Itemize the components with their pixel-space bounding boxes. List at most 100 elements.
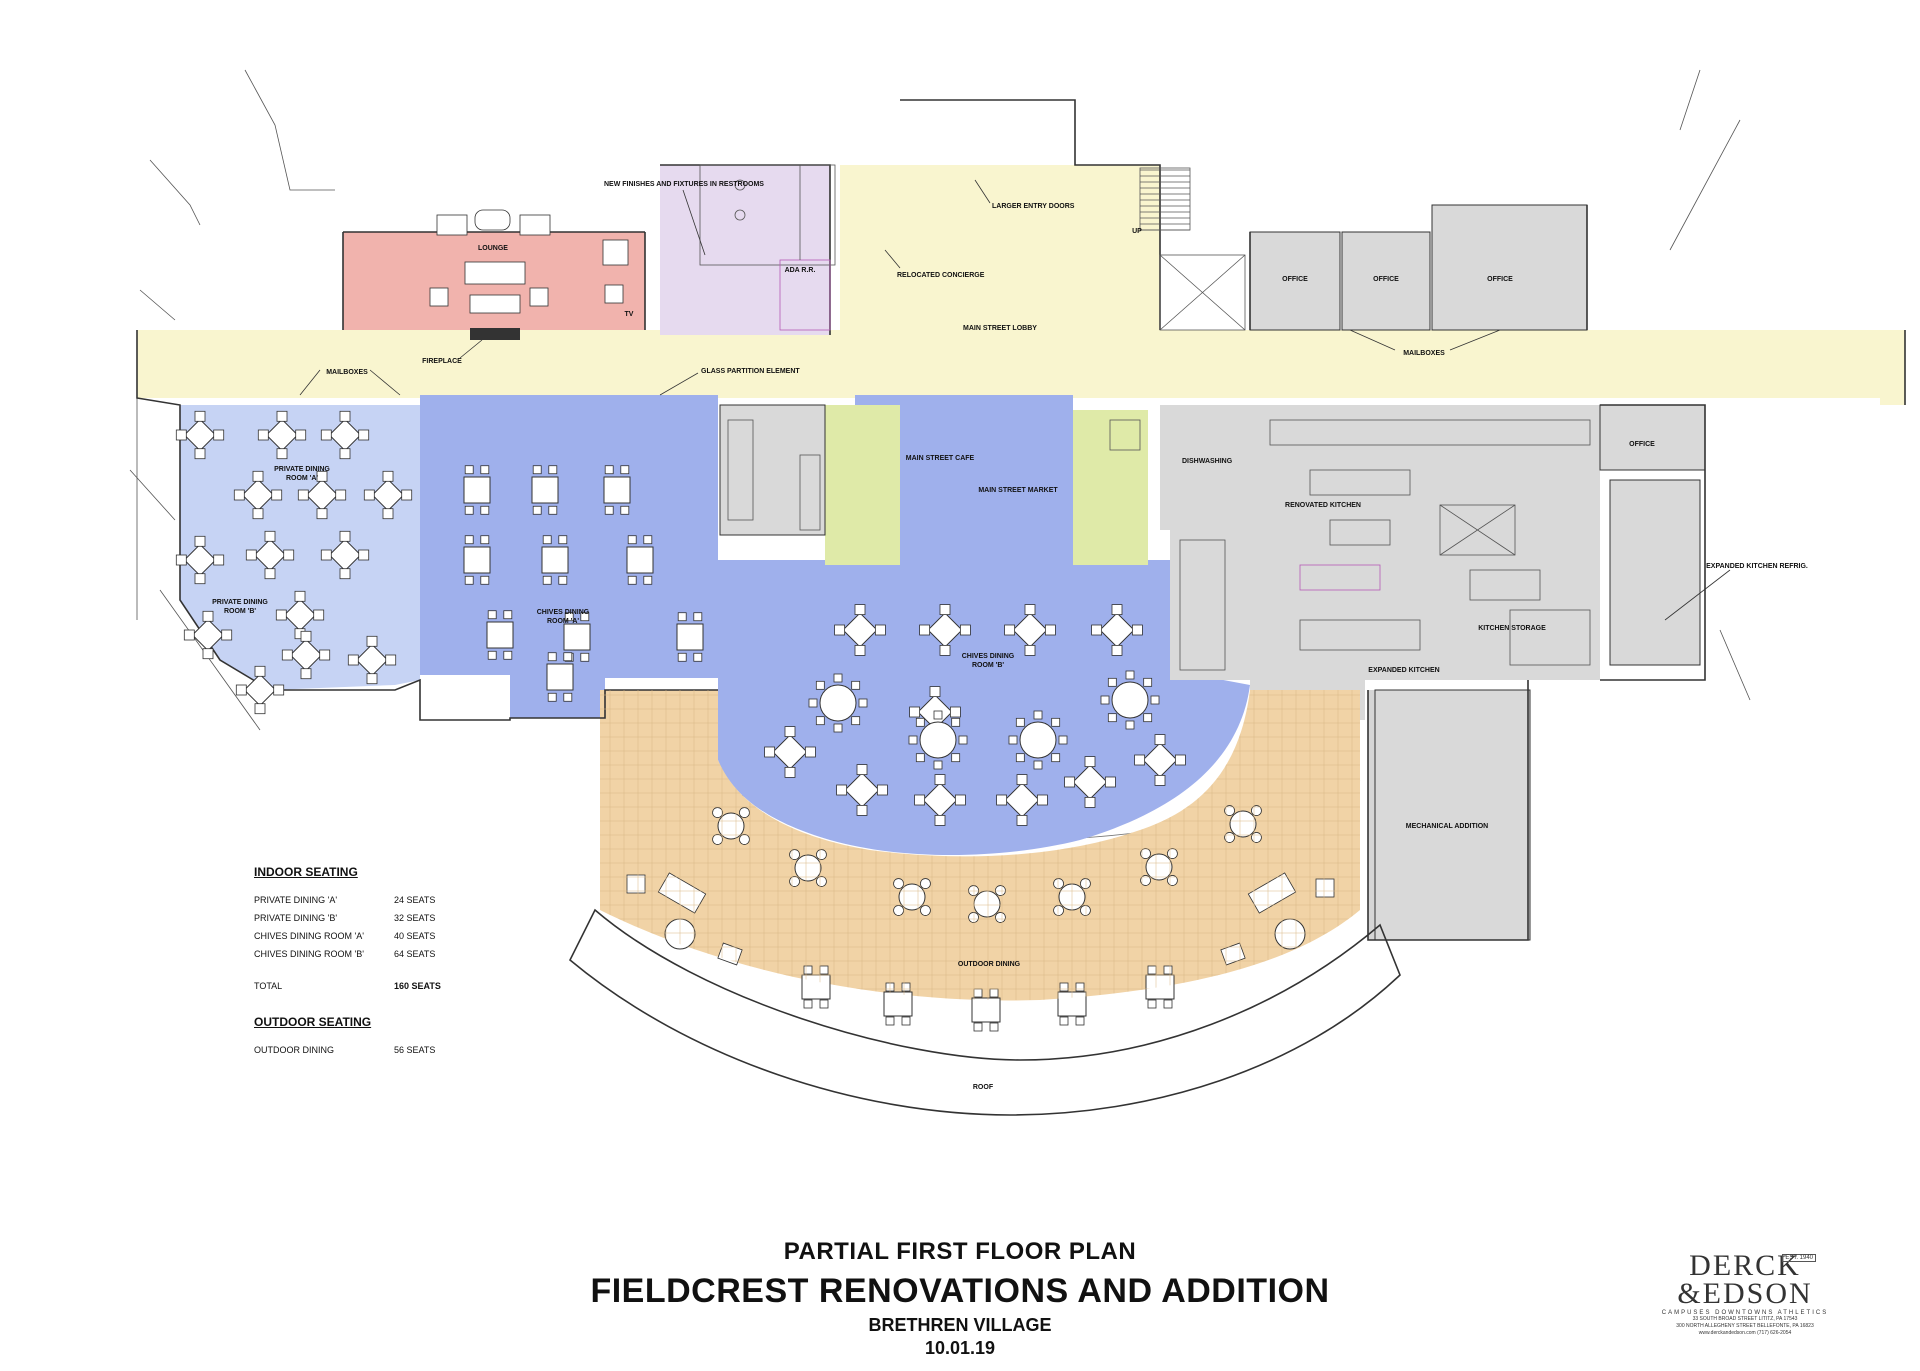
main-street-cafe-area <box>825 405 900 565</box>
expanded-kitchen-label: EXPANDED KITCHEN <box>1368 667 1439 674</box>
logo-name-line2: &EDSON <box>1677 1277 1813 1310</box>
lounge-furniture <box>429 209 629 340</box>
main-street-market-area <box>1073 410 1148 565</box>
outdoor-seating-title: OUTDOOR SEATING <box>254 1015 372 1029</box>
outdoor-label: OUTDOOR DINING <box>958 961 1021 968</box>
square-table <box>320 410 370 460</box>
kitchen-refrig-area <box>1609 479 1701 666</box>
square-table <box>245 530 295 580</box>
square-table <box>914 774 966 826</box>
lobby-entry-wing <box>840 165 1160 335</box>
square-table <box>175 410 225 460</box>
indoor-seating-title: INDOOR SEATING <box>254 865 358 879</box>
cafe-label: MAIN STREET CAFE <box>906 455 975 462</box>
tv-note: TV <box>625 311 634 318</box>
main-street-lobby <box>137 330 1905 405</box>
indoor-seating-seats: 24 SEATS <box>394 895 436 905</box>
square-table <box>463 465 491 515</box>
indoor-seating-label: PRIVATE DINING 'B' <box>254 913 338 923</box>
square-table <box>486 610 514 660</box>
square-table <box>320 530 370 580</box>
office-2-label: OFFICE <box>1373 276 1399 283</box>
patio-table <box>712 807 750 845</box>
lobby-label: MAIN STREET LOBBY <box>963 325 1037 332</box>
glass-partition-note: GLASS PARTITION ELEMENT <box>701 368 800 375</box>
lounge-label: LOUNGE <box>478 245 508 252</box>
client-name: BRETHREN VILLAGE <box>868 1315 1052 1335</box>
cafe-kitchen-gray <box>719 404 826 536</box>
roof-label: ROOF <box>973 1084 994 1091</box>
indoor-total-row: TOTAL 160 SEATS <box>254 977 444 995</box>
mechanical-label: MECHANICAL ADDITION <box>1406 823 1488 830</box>
restrooms-note: NEW FINISHES AND FIXTURES IN RESTROOMS <box>604 181 764 188</box>
fireplace-note: FIREPLACE <box>422 358 462 365</box>
outdoor-seating-label: OUTDOOR DINING <box>254 1045 334 1055</box>
square-table <box>175 535 225 585</box>
square-table <box>363 470 413 520</box>
indoor-seating-row: PRIVATE DINING 'A'24 SEATS <box>254 891 444 909</box>
kitchen-area <box>1160 405 1600 720</box>
project-title: FIELDCREST RENOVATIONS AND ADDITION <box>590 1272 1330 1310</box>
round-table <box>1008 710 1068 770</box>
cafe-equipment <box>727 419 1141 531</box>
entry-doors-note: LARGER ENTRY DOORS <box>992 203 1075 210</box>
square-table <box>233 470 283 520</box>
indoor-seating-rows: PRIVATE DINING 'A'24 SEATS PRIVATE DINING… <box>254 891 444 963</box>
indoor-seating-seats: 40 SEATS <box>394 931 436 941</box>
office-1 <box>1249 231 1341 331</box>
square-table <box>919 604 971 656</box>
annotation-leaders <box>299 179 1731 621</box>
square-table <box>603 465 631 515</box>
square-table <box>347 635 397 685</box>
outdoor-seating-seats: 56 SEATS <box>394 1045 436 1055</box>
logo-contact: www.derckandedson.com (717) 626-2054 <box>1698 1330 1792 1336</box>
plan-subtitle: PARTIAL FIRST FLOOR PLAN <box>783 1238 1137 1265</box>
restroom-area <box>660 165 830 335</box>
restroom-fixtures <box>699 164 836 331</box>
kitchen-equipment <box>1179 419 1591 671</box>
patio-sofa <box>1220 942 1246 966</box>
total-label: TOTAL <box>254 981 283 991</box>
square-table <box>1091 604 1143 656</box>
plan-date: 10.01.19 <box>924 1338 996 1358</box>
square-table <box>275 590 325 640</box>
indoor-seating-seats: 64 SEATS <box>394 949 436 959</box>
square-dining-tables <box>175 410 1186 826</box>
logo-address-1: 33 SOUTH BROAD STREET LITITZ, PA 17543 <box>1692 1316 1798 1322</box>
indoor-seating-label: CHIVES DINING ROOM 'B' <box>254 949 364 959</box>
office-3-label: OFFICE <box>1487 276 1513 283</box>
square-table <box>1004 604 1056 656</box>
patio-table <box>893 878 931 916</box>
square-table <box>676 612 704 662</box>
outdoor-seating-row: OUTDOOR DINING 56 SEATS <box>254 1041 444 1059</box>
patio-sofa <box>626 874 646 894</box>
mechanical-pad <box>1374 689 1531 941</box>
office-1-label: OFFICE <box>1282 276 1308 283</box>
chives-dining-b <box>718 395 1250 855</box>
office-3 <box>1431 204 1588 331</box>
patio-table <box>971 988 1001 1032</box>
round-dining-tables <box>808 670 1160 770</box>
mailboxes-left-note: MAILBOXES <box>326 369 368 376</box>
square-table <box>235 665 285 715</box>
square-table <box>281 630 331 680</box>
indoor-seating-label: CHIVES DINING ROOM 'A' <box>254 931 364 941</box>
total-seats: 160 SEATS <box>394 981 441 991</box>
square-table <box>297 470 347 520</box>
office-4-label: OFFICE <box>1629 441 1655 448</box>
round-table <box>1100 670 1160 730</box>
square-table <box>531 465 559 515</box>
logo-wordmark: DERCK &EDSON <box>1660 1251 1830 1310</box>
outdoor-seating-rows: OUTDOOR DINING 56 SEATS <box>254 1041 444 1059</box>
outdoor-furniture <box>626 805 1335 1032</box>
patio-table <box>1140 848 1178 886</box>
square-table <box>1064 756 1116 808</box>
patio-table <box>1145 965 1175 1009</box>
patio-table <box>801 965 831 1009</box>
ada-rr-label: ADA R.R. <box>785 267 816 274</box>
round-table <box>808 673 868 733</box>
office-2 <box>1341 231 1431 331</box>
